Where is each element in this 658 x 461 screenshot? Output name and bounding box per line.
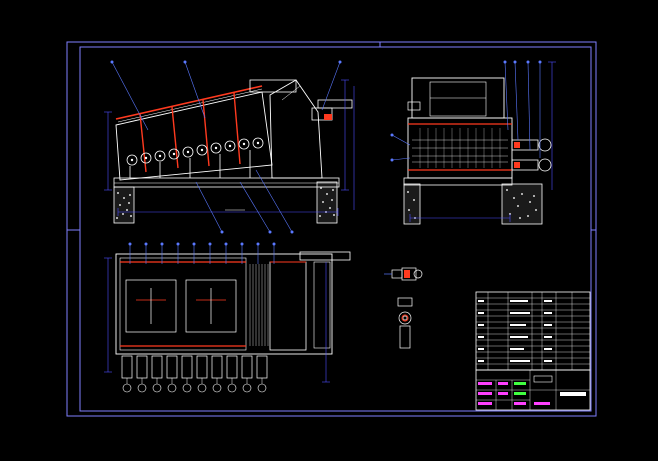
side-elevation	[390, 60, 556, 225]
front-elevation	[104, 60, 355, 234]
plan-roller-drives	[121, 355, 268, 379]
plan-dimensions	[104, 257, 330, 383]
front-leaders	[111, 61, 341, 233]
parts-list-columns	[487, 292, 573, 370]
title-block-entries-magenta	[478, 382, 550, 405]
side-balloons	[390, 60, 542, 162]
plan-motor	[299, 251, 351, 261]
plan-drive-shafts	[126, 378, 263, 384]
roller-row	[126, 137, 264, 166]
drive-housing	[269, 79, 323, 179]
detail-motor	[384, 267, 423, 281]
detail-views	[384, 267, 423, 349]
roller-hubs	[130, 141, 260, 162]
parts-list-rows	[476, 297, 590, 365]
plan-red-rails	[120, 261, 246, 347]
inner-frame	[79, 46, 592, 412]
plan-screen-panels	[125, 279, 237, 333]
outer-frame	[66, 41, 597, 417]
feed-hopper	[249, 79, 297, 93]
detail-bearing	[397, 297, 413, 349]
concrete-hatch	[116, 187, 335, 219]
front-balloons	[110, 60, 342, 234]
foundation-blocks	[113, 181, 338, 224]
side-mesh-verticals	[419, 128, 501, 168]
base-frame	[113, 177, 340, 188]
detail-bearing-ring	[401, 314, 409, 322]
drawing-title-cell	[533, 375, 553, 383]
plan-view	[104, 242, 351, 393]
inclined-screen-body	[115, 91, 273, 181]
title-block	[475, 291, 591, 411]
sheet-frame	[66, 41, 597, 417]
side-dimensions	[409, 61, 556, 222]
detail-motor-coupling	[404, 270, 410, 278]
plan-outline	[115, 253, 333, 355]
title-block-grid	[476, 370, 590, 410]
side-motors	[511, 138, 552, 172]
parts-list-entries	[478, 300, 552, 362]
side-leaders	[391, 61, 541, 161]
side-handle	[407, 101, 421, 111]
side-foundation	[403, 183, 543, 225]
plan-drive-section	[269, 261, 307, 351]
side-motor-couplings	[514, 142, 520, 168]
side-red-bands	[408, 123, 512, 171]
title-block-entries-green	[514, 382, 526, 395]
screen-deck-top	[115, 85, 263, 120]
plan-leaders	[129, 244, 275, 264]
parts-list-frame	[475, 291, 591, 371]
plan-drive-feet	[122, 383, 267, 393]
drawing-number-cell	[560, 392, 586, 396]
drive-motor	[317, 99, 353, 109]
plan-grate-bars	[249, 264, 269, 346]
front-dimensions	[104, 79, 355, 216]
plan-balloons	[128, 242, 276, 246]
support-legs	[129, 150, 251, 178]
